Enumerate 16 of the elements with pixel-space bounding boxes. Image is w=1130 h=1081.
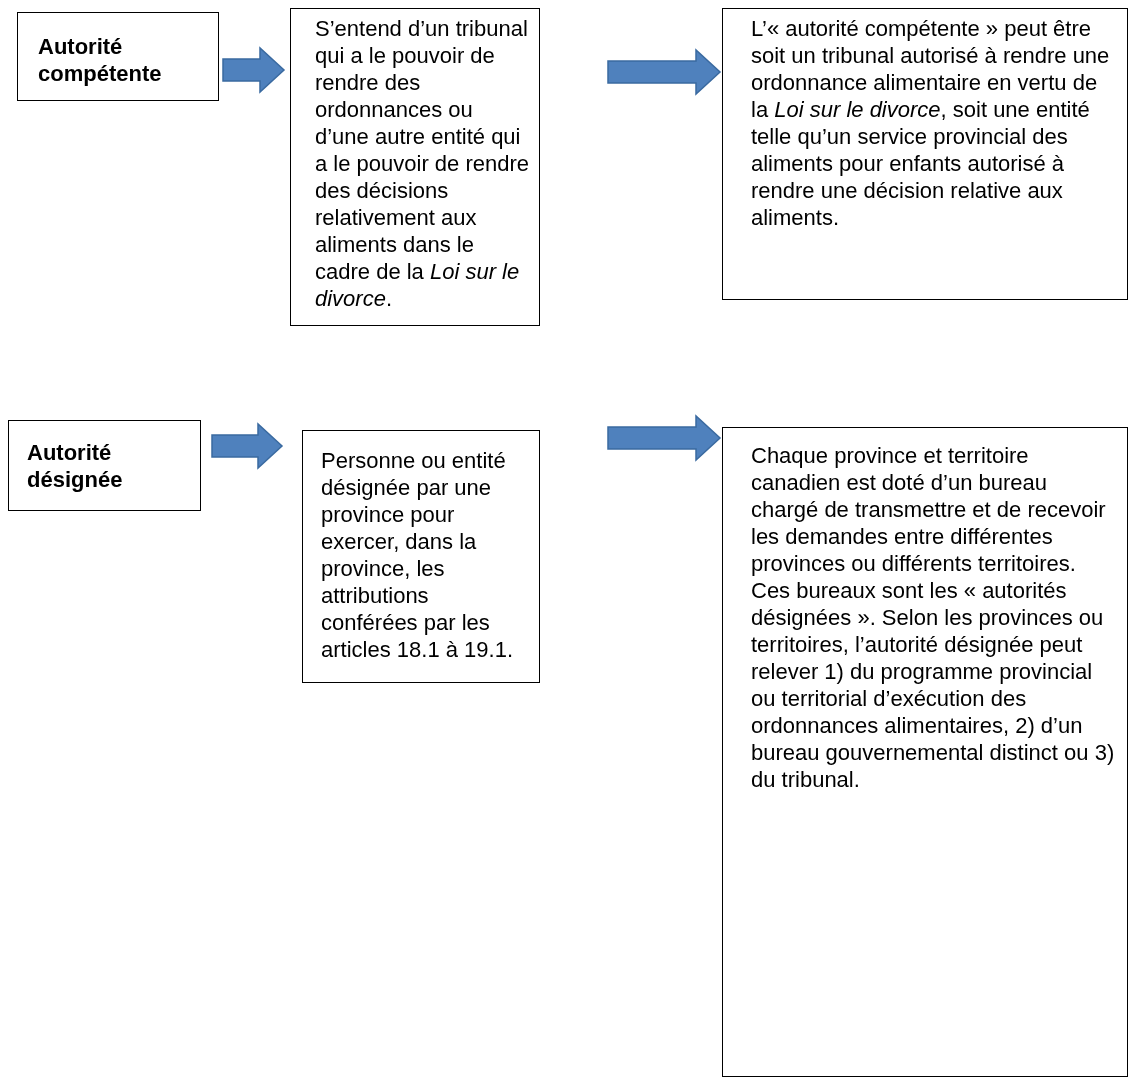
term-heading: Autorité désignée <box>27 439 124 493</box>
block-arrow <box>607 414 722 462</box>
definition-box <box>722 427 1128 1077</box>
block-arrow <box>607 48 722 96</box>
term-heading: Autorité compétente <box>38 33 163 87</box>
definition-text: Chaque province et territoire canadien est doté d’un bureau chargé de transmettre et de recevoir les demandes entre différentes provinces ou différents territoires. Ces bureaux sont les « autorités désignées ». Selon les provinces ou territoires, l’autorité désignée peut relever 1) du programme provincial ou territorial d’exécution des ordonnances alimentaires, 2) d’un bureau gouvernemental distinct ou 3) du tribunal. <box>751 442 1116 793</box>
block-arrow <box>222 46 286 94</box>
definition-box <box>722 8 1128 300</box>
definition-box <box>17 12 219 101</box>
definition-box <box>302 430 540 683</box>
definition-text: L’« autorité compétente » peut être soit un tribunal autorisé à rendre une ordonnance alimentaire en vertu de la Loi sur le divorce, soit une entité telle qu’un service provincial des aliments pour enfants autorisé à rendre une décision relative aux aliments. <box>751 15 1111 231</box>
block-arrow <box>211 422 284 470</box>
definition-text: Personne ou entité désignée par une province pour exercer, dans la province, les attributions conférées par les articles 18.1 à 19.1. <box>321 447 514 663</box>
definition-text: S’entend d’un tribunal qui a le pouvoir de rendre des ordonnances ou d’une autre entité qui a le pouvoir de rendre des décisions relativement aux aliments dans le cadre de la Loi sur le divorce. <box>315 15 531 312</box>
definition-box <box>8 420 201 511</box>
definition-box <box>290 8 540 326</box>
